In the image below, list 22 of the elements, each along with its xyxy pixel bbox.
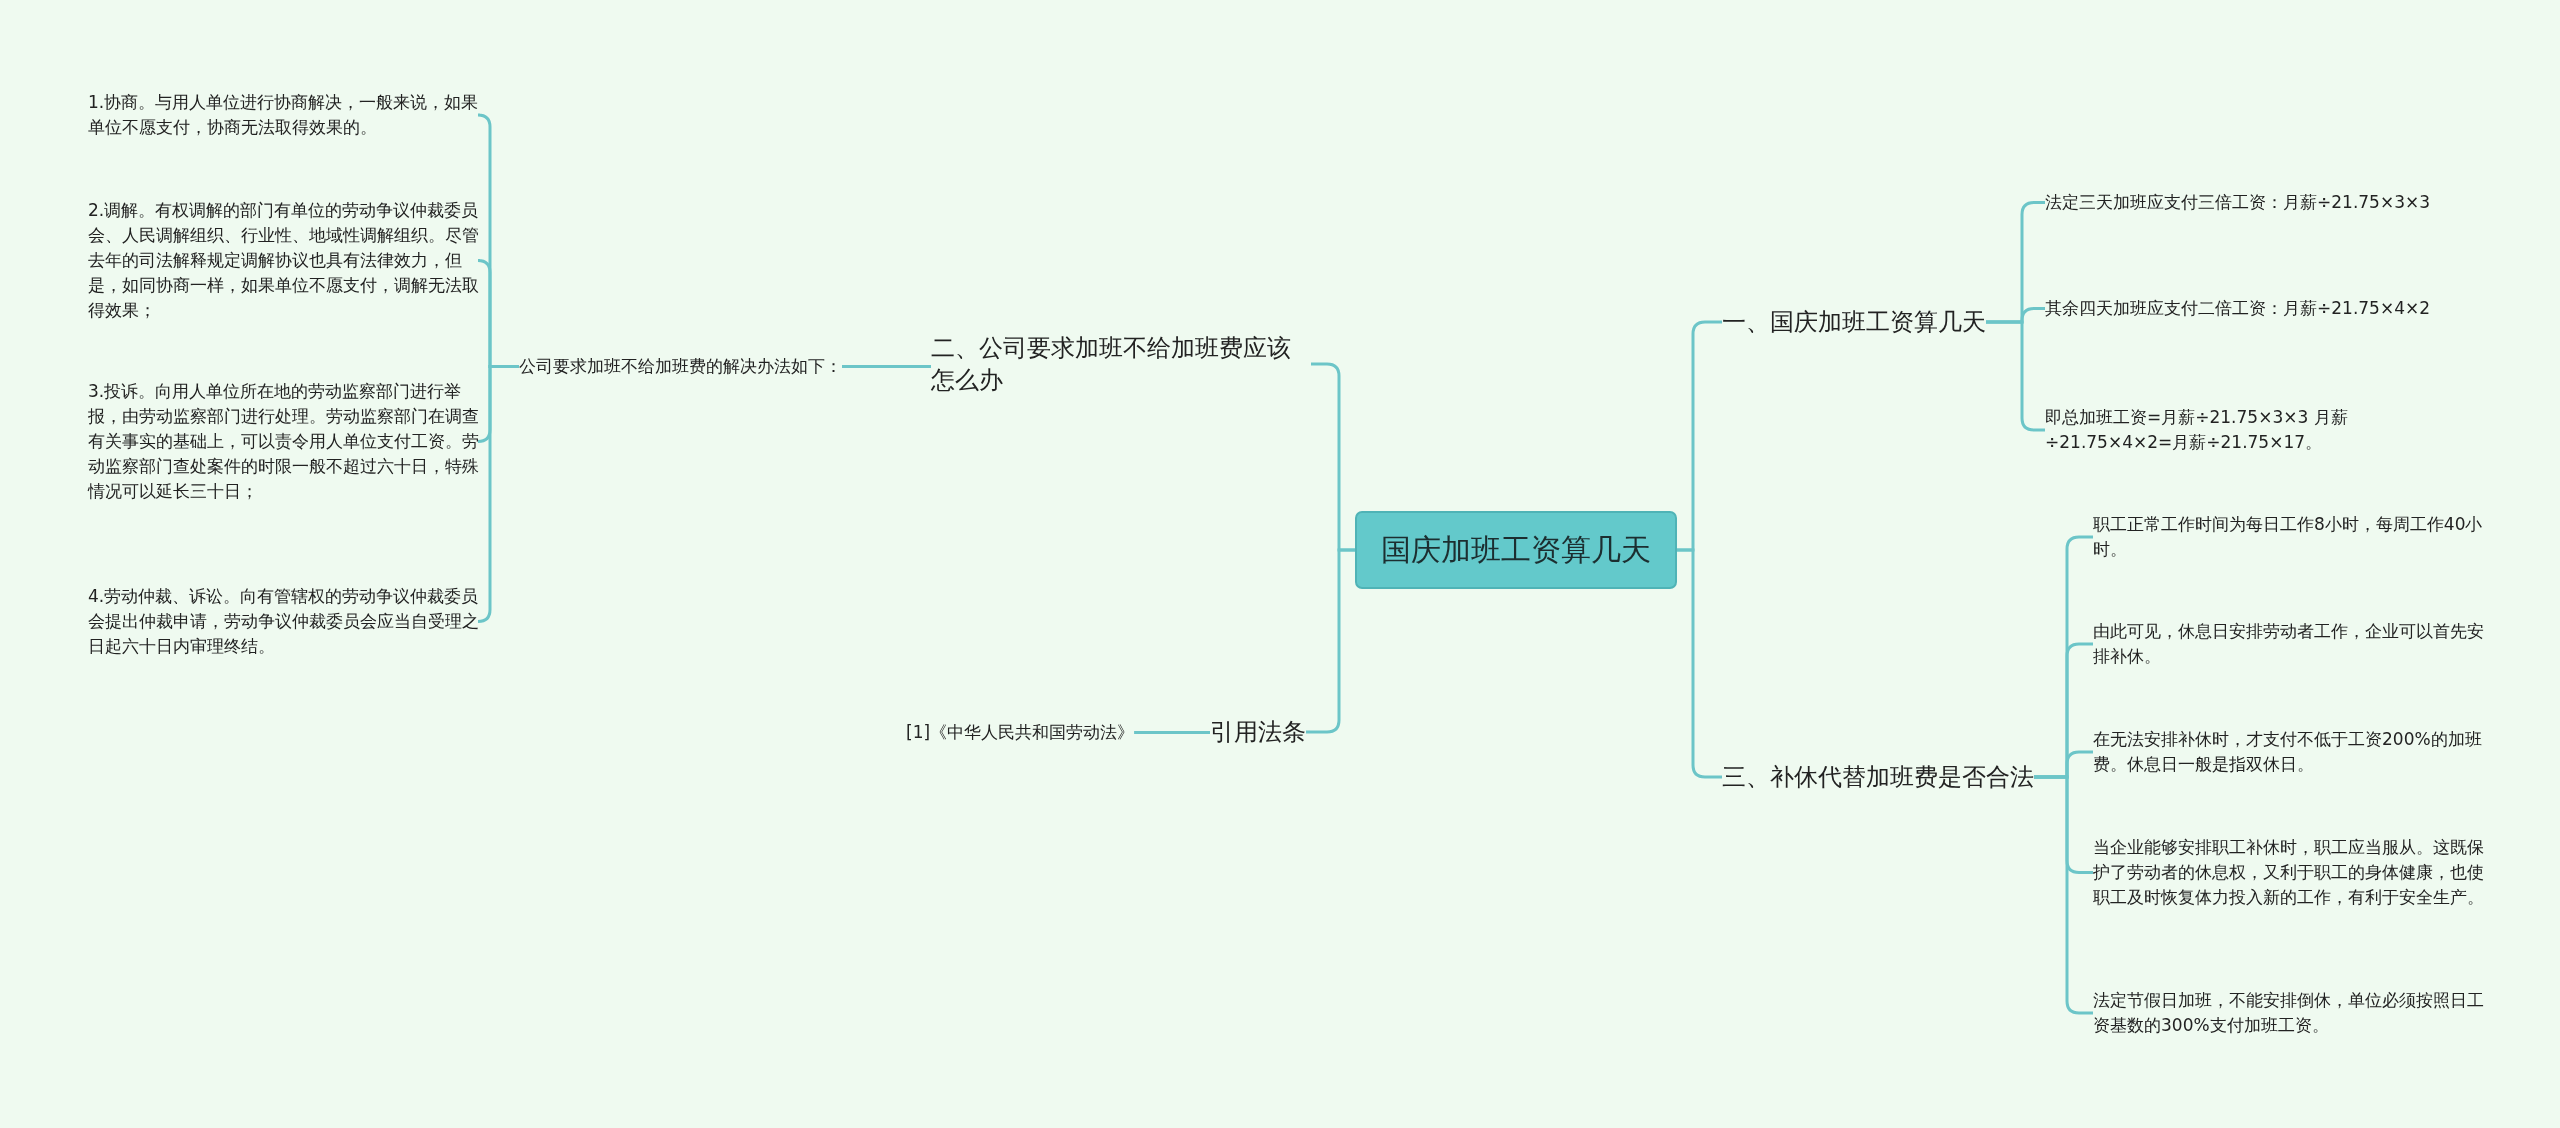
branch-label: 二、公司要求加班不给加班费应该怎么办 xyxy=(931,332,1311,396)
topic-text: 即总加班工资=月薪÷21.75×3×3 月薪÷21.75×4×2=月薪÷21.75×17。 xyxy=(2045,405,2440,455)
topic-text: 3.投诉。向用人单位所在地的劳动监察部门进行举报，由劳动监察部门进行处理。劳动监察部门在调查有关事实的基础上，可以责令用人单位支付工资。劳动监察部门查处案件的时限一般不超过六十日，特殊情况可以延长三十日； xyxy=(88,379,480,504)
connector-line xyxy=(476,365,519,623)
topic-text: 职工正常工作时间为每日工作8小时，每周工作40小时。 xyxy=(2093,512,2488,562)
connector-line xyxy=(842,365,931,368)
topic-text: 4.劳动仲裁、诉讼。向有管辖权的劳动争议仲裁委员会提出仲裁申请，劳动争议仲裁委员会应当自受理之日起六十日内审理终结。 xyxy=(88,584,480,659)
topic-text: 法定三天加班应支付三倍工资：月薪÷21.75×3×3 xyxy=(2045,190,2440,215)
topic-text: 2.调解。有权调解的部门有单位的劳动争议仲裁委员会、人民调解组织、行业性、地域性调解组织。尽管去年的司法解释规定调解协议也具有法律效力，但是，如同协商一样，如果单位不愿支付，调解无法取得效果； xyxy=(88,198,480,323)
central-topic-box: 国庆加班工资算几天 xyxy=(1355,511,1677,589)
topic-text: [1]《中华人民共和国劳动法》 xyxy=(906,720,1135,745)
topic-text: 由此可见，休息日安排劳动者工作，企业可以首先安排补休。 xyxy=(2093,619,2488,669)
topic-text: 1.协商。与用人单位进行协商解决，一般来说，如果单位不愿支付，协商无法取得效果的。 xyxy=(88,90,480,140)
topic-text: 当企业能够安排职工补休时，职工应当服从。这既保护了劳动者的休息权，又利于职工的身体健康，也使职工及时恢复体力投入新的工作，有利于安全生产。 xyxy=(2093,835,2488,910)
topic-text: 法定节假日加班，不能安排倒休，单位必须按照日工资基数的300%支付加班工资。 xyxy=(2093,988,2488,1038)
branch-label: 三、补休代替加班费是否合法 xyxy=(1722,761,2034,793)
branch-label: 引用法条 xyxy=(1210,716,1306,748)
topic-text: 在无法安排补休时，才支付不低于工资200%的加班费。休息日一般是指双休日。 xyxy=(2093,727,2488,777)
connector-line xyxy=(1134,731,1210,734)
branch-label: 一、国庆加班工资算几天 xyxy=(1722,306,1986,338)
topic-text: 公司要求加班不给加班费的解决办法如下： xyxy=(519,354,842,379)
topic-text: 其余四天加班应支付二倍工资：月薪÷21.75×4×2 xyxy=(2045,296,2440,321)
